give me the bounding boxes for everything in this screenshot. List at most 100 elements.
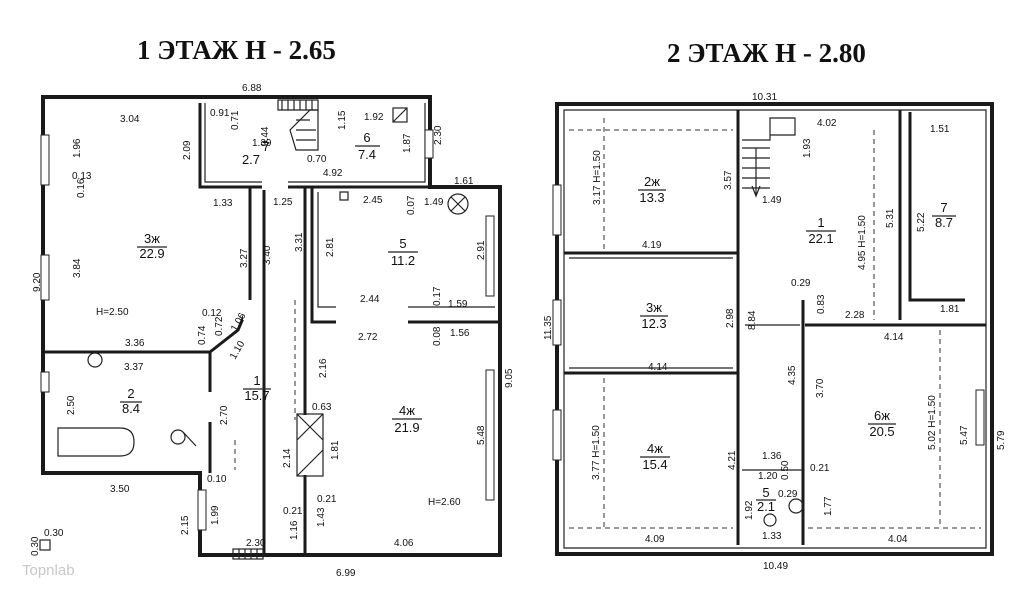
dimension-label: 1.93 (802, 138, 813, 158)
dimension-label: 2.72 (358, 332, 378, 343)
dimension-label: 11.35 (543, 315, 554, 340)
room-area: 15.7 (244, 388, 269, 403)
dimension-label: 3.17 Н=1.50 (592, 150, 603, 205)
dimension-label: 3.31 (294, 232, 305, 252)
dimension-label: 1.99 (210, 505, 221, 525)
dimension-label: 4.21 (727, 450, 738, 470)
dimension-label: 5.31 (885, 208, 896, 228)
dimension-label: 0.21 (810, 463, 830, 474)
room-area: 2.1 (757, 499, 775, 514)
dimension-label: 3.27 (239, 248, 250, 268)
dimension-label: 4.14 (884, 332, 904, 343)
room-number: 1 (253, 373, 260, 388)
room-area: 11.2 (391, 253, 415, 268)
dimension-label: 10.31 (752, 92, 777, 103)
dimension-label: 2.50 (66, 395, 77, 415)
dimension-label: 1.92 (744, 500, 755, 520)
room-number: 7 (262, 139, 269, 154)
dimension-label: 1.81 (940, 304, 960, 315)
dimension-label: 1.56 (450, 328, 470, 339)
room-area: 21.9 (394, 420, 419, 435)
dimension-label: 6.99 (336, 568, 356, 579)
room-number: 6ж (874, 408, 890, 423)
dimension-label: 1.36 (762, 451, 782, 462)
dimension-label: 3.70 (815, 378, 826, 398)
dimension-label: 1.25 (273, 197, 293, 208)
dimension-label: 1.10 (228, 339, 247, 362)
dimension-label: 0.83 (816, 294, 827, 314)
dimension-label: 5.47 (959, 425, 970, 445)
dimension-label: 0.13 (72, 171, 92, 182)
dimension-label: 0.72 (214, 316, 225, 336)
dimension-label: 5.02 Н=1.50 (927, 395, 938, 450)
dimension-label: 0.08 (432, 326, 443, 346)
room-area: 12.3 (641, 316, 666, 331)
dimension-label: 5.22 (916, 212, 927, 232)
floor2-walls (552, 102, 994, 556)
dimension-label: 3.57 (723, 170, 734, 190)
dimension-label: 3.40 (262, 245, 273, 265)
floor1-dimensions: 6.88 3.04 0.91 0.71 0.44 1.39 0.70 1.15 … (30, 83, 515, 579)
room-number: 5 (399, 236, 406, 251)
room-number: 1 (817, 215, 824, 230)
dimension-label: 1.59 (448, 299, 468, 310)
dimension-label: 0.74 (197, 325, 208, 345)
dimension-label: 2.44 (360, 294, 380, 305)
dimension-label: 4.04 (888, 534, 908, 545)
dimension-label: 2.45 (363, 195, 383, 206)
dimension-label: 1.39 (252, 138, 272, 149)
dimension-label: 3.84 (72, 258, 83, 278)
height-label: Н=2.60 (428, 497, 461, 508)
dimension-label: 0.07 (406, 195, 417, 215)
dimension-label: 1.20 (758, 471, 778, 482)
room-area: 8.7 (935, 215, 953, 230)
room-area: 22.1 (808, 231, 833, 246)
dimension-label: 1.77 (823, 496, 834, 516)
room-number: 4ж (399, 403, 415, 418)
room-number: 3ж (646, 300, 662, 315)
dimension-label: 2.81 (325, 237, 336, 257)
dimension-label: 0.71 (230, 110, 241, 130)
dimension-label: 2.30 (433, 125, 444, 145)
room-number: 3ж (144, 231, 160, 246)
dimension-label: 0.44 (260, 126, 271, 146)
floor1-walls (40, 95, 502, 560)
dimension-label: 1.49 (762, 195, 782, 206)
room-number: 5 (762, 485, 769, 500)
dimension-label: 3.77 Н=1.50 (591, 425, 602, 480)
dimension-label: 0.16 (76, 178, 87, 198)
dimension-label: 2.70 (219, 405, 230, 425)
dimension-label: 0.17 (432, 286, 443, 306)
floor2-dimensions: 10.31 4.02 1.51 3.17 Н=1.50 3.57 1.93 1.… (543, 92, 1007, 572)
dimension-label: 1.49 (424, 197, 444, 208)
dimension-label: 9.20 (32, 272, 43, 292)
dimension-label: 0.29 (791, 278, 811, 289)
room-area: 13.3 (639, 190, 664, 205)
dimension-label: 0.50 (780, 460, 791, 480)
dimension-label: 2.28 (845, 310, 865, 321)
dimension-label: 1.81 (330, 440, 341, 460)
dimension-label: 1.33 (762, 531, 782, 542)
dimension-label: 1.15 (337, 110, 348, 130)
room-area: 22.9 (139, 246, 164, 261)
dimension-label: 4.06 (394, 538, 414, 549)
dimension-label: 0.12 (202, 308, 222, 319)
dimension-label: 1.51 (930, 124, 950, 135)
room-number: 4ж (647, 441, 663, 456)
dimension-label: 9.05 (504, 368, 515, 388)
dimension-label: 0.63 (312, 402, 332, 413)
dimension-label: 2.09 (182, 140, 193, 160)
dimension-label: 0.91 (210, 108, 230, 119)
dimension-label: 0.30 (44, 528, 64, 539)
floor1-title: 1 ЭТАЖ Н - 2.65 (137, 35, 336, 65)
dimension-label: 5.79 (996, 430, 1007, 450)
dimension-label: 8.84 (747, 310, 758, 330)
dimension-label: 4.35 (787, 365, 798, 385)
dimension-label: 3.37 (124, 362, 144, 373)
room-area: 2.7 (242, 152, 260, 167)
dimension-label: 6.88 (242, 83, 262, 94)
dimension-label: 2.98 (725, 308, 736, 328)
dimension-label: 5.48 (476, 425, 487, 445)
dimension-label: 4.02 (817, 118, 837, 129)
